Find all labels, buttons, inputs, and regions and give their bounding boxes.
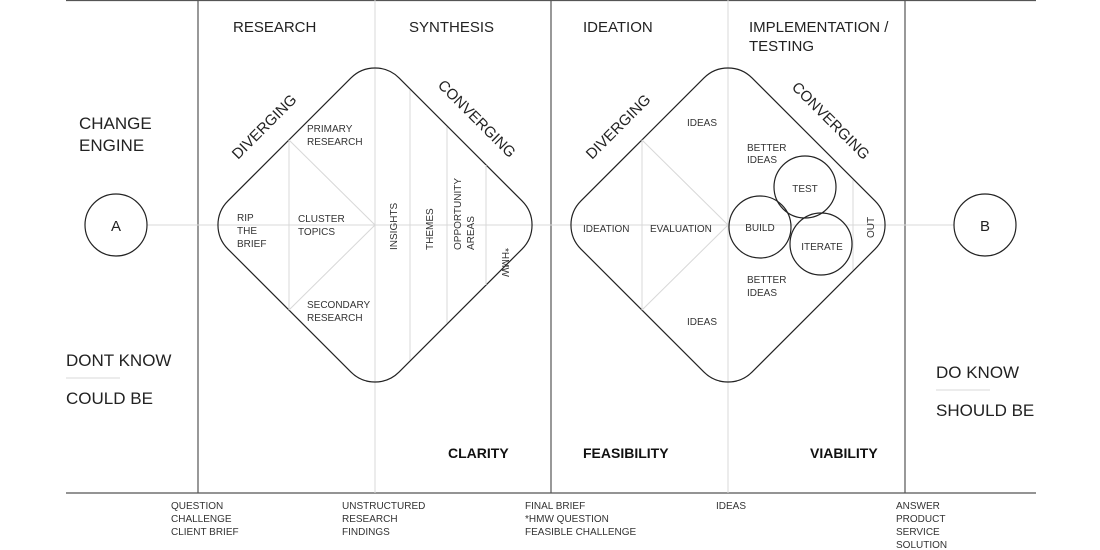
could-be: COULD BE — [66, 389, 153, 408]
output-line: UNSTRUCTURED — [342, 501, 425, 512]
diamond-2-outline — [570, 67, 886, 383]
node-a-circle — [84, 193, 148, 257]
output-line: ANSWER — [896, 501, 940, 512]
do-know: DO KNOW — [936, 363, 1019, 382]
d2-converging: CONVERGING — [788, 79, 873, 164]
dont-know: DONT KNOW — [66, 351, 171, 370]
d1-insights: INSIGHTS — [389, 202, 400, 250]
d1-opportunity: OPPORTUNITY — [453, 178, 464, 250]
output-question: QUESTION CHALLENGE CLIENT BRIEF — [171, 501, 239, 538]
phase-research: RESEARCH — [233, 19, 316, 36]
d2-ideation: IDEATION — [583, 224, 629, 235]
d2-ideas-top: IDEAS — [687, 118, 717, 129]
phase-testing: TESTING — [749, 38, 814, 55]
output-ideas: IDEAS — [716, 501, 746, 512]
d1-line — [288, 224, 376, 311]
d1-themes: THEMES — [425, 208, 436, 250]
d2-better-top: BETTER — [747, 143, 786, 154]
output-answer: ANSWER PRODUCT SERVICE SOLUTION — [896, 501, 947, 550]
d1-primary: PRIMARY — [307, 124, 353, 135]
phase-synthesis: SYNTHESIS — [409, 19, 494, 36]
d2-better-bottom: BETTER — [747, 275, 786, 286]
d1-secondary: RESEARCH — [307, 313, 363, 324]
node-b-label: B — [980, 218, 990, 235]
criteria-viability: VIABILITY — [810, 445, 878, 461]
output-line: SOLUTION — [896, 540, 947, 550]
d1-secondary: SECONDARY — [307, 300, 370, 311]
d1-cluster: CLUSTER — [298, 214, 345, 225]
d1-cluster: TOPICS — [298, 227, 335, 238]
d1-hmw: *HMW — [499, 248, 510, 277]
d2-ideas-bottom: IDEAS — [687, 317, 717, 328]
d2-line — [641, 224, 729, 311]
d1-rip: RIP — [237, 213, 254, 224]
change-engine-line1: CHANGE — [79, 114, 152, 133]
iterate-circle — [789, 212, 853, 276]
d1-primary: RESEARCH — [307, 137, 363, 148]
output-line: CLIENT BRIEF — [171, 527, 239, 538]
output-line: PRODUCT — [896, 514, 945, 525]
d2-evaluation: EVALUATION — [650, 224, 712, 235]
d2-iterate: ITERATE — [801, 242, 843, 253]
d1-diverging: DIVERGING — [229, 91, 301, 163]
node-b-circle — [953, 193, 1017, 257]
output-brief: FINAL BRIEF *HMW QUESTION FEASIBLE CHALL… — [525, 501, 636, 538]
d2-better-top: IDEAS — [747, 155, 777, 166]
output-line: RESEARCH — [342, 514, 398, 525]
d1-line — [288, 139, 376, 226]
d2-diverging: DIVERGING — [583, 91, 655, 163]
d2-build: BUILD — [745, 223, 774, 234]
phase-implementation: IMPLEMENTATION / — [749, 19, 889, 36]
output-line: FINAL BRIEF — [525, 501, 585, 512]
should-be: SHOULD BE — [936, 401, 1034, 420]
d2-test: TEST — [792, 184, 818, 195]
d2-better-bottom: IDEAS — [747, 288, 777, 299]
node-a-label: A — [111, 218, 121, 235]
diamond-1-outline — [217, 67, 533, 383]
criteria-feasibility: FEASIBILITY — [583, 445, 669, 461]
output-line: QUESTION — [171, 501, 223, 512]
output-line: IDEAS — [716, 501, 746, 512]
output-line: SERVICE — [896, 527, 940, 538]
output-line: CHALLENGE — [171, 514, 232, 525]
output-line: FINDINGS — [342, 527, 390, 538]
change-engine-line2: ENGINE — [79, 136, 144, 155]
output-line: *HMW QUESTION — [525, 514, 609, 525]
d1-rip: BRIEF — [237, 239, 266, 250]
output-line: FEASIBLE CHALLENGE — [525, 527, 636, 538]
d1-areas: AREAS — [466, 216, 477, 250]
d1-rip: THE — [237, 226, 257, 237]
d2-line — [641, 139, 729, 226]
build-circle — [728, 195, 792, 259]
criteria-clarity: CLARITY — [448, 445, 509, 461]
output-research: UNSTRUCTURED RESEARCH FINDINGS — [342, 501, 425, 538]
phase-ideation: IDEATION — [583, 19, 653, 36]
d2-out: OUT — [866, 217, 877, 238]
